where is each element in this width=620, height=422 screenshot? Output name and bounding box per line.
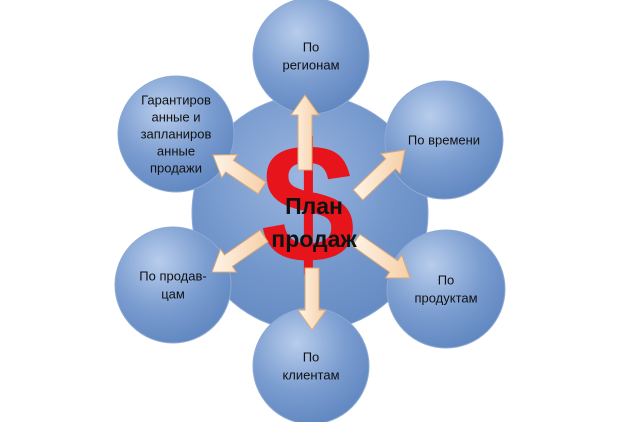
node-circle-time: [384, 80, 504, 200]
node-circle-guaranteed: [117, 75, 235, 193]
node-label-guaranteed-line-1: Гарантиров: [141, 93, 211, 108]
arrows: [211, 94, 411, 331]
arrow-icon-products: [351, 233, 411, 279]
node-label-guaranteed-line-3: запланиров: [141, 127, 212, 142]
node-label-time-line-1: По времени: [408, 133, 480, 148]
node-label-clients-line-2: клиентам: [282, 368, 339, 383]
node-label-sellers-line-1: По продав-: [139, 269, 206, 284]
arrow-icon-guaranteed: [212, 154, 267, 195]
node-label-guaranteed-line-4: анные: [157, 144, 195, 159]
node-label-sellers-line-2: цам: [161, 287, 185, 302]
node-label-products-line-1: По: [438, 273, 455, 288]
node-label-products-line-2: продуктам: [414, 291, 477, 306]
satellite-circles: [114, 0, 506, 422]
node-label-clients-line-1: По: [303, 350, 320, 365]
arrow-icon-regions: [290, 94, 320, 171]
arrow-icon-clients: [297, 267, 327, 331]
center-title-line2: продаж: [271, 226, 357, 252]
center-title-line1: План: [285, 193, 343, 219]
node-label-guaranteed-line-2: анные и: [151, 110, 200, 125]
node-label-regions-line-2: регионам: [282, 58, 339, 73]
node-label-regions-line-1: По: [303, 40, 320, 55]
arrow-icon-time: [352, 149, 406, 201]
arrow-icon-sellers: [211, 229, 269, 273]
node-label-guaranteed-line-5: продажи: [150, 161, 202, 176]
node-circle-sellers: [114, 226, 232, 344]
node-circle-products: [386, 229, 506, 349]
